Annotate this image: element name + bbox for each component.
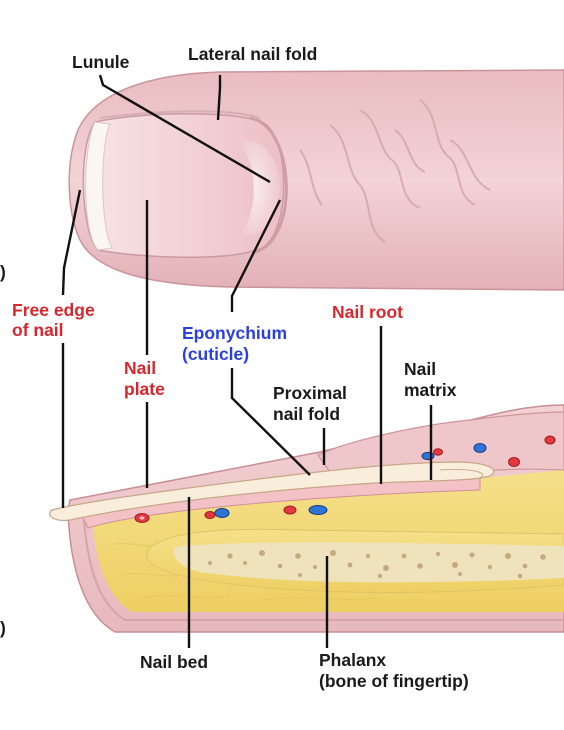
label-nail-plate-line1: Nail — [124, 358, 157, 378]
label-nail-matrix-line1: Nail — [404, 359, 437, 379]
lunule-top-view — [238, 139, 281, 237]
blood-vessels — [134, 435, 556, 523]
nail-plate-top-view — [82, 113, 285, 259]
lunule-leader — [98, 74, 271, 184]
label-nail-plate-line2: plate — [124, 379, 165, 399]
label-eponychium-line1: Eponychium — [182, 323, 288, 343]
eponychium-leader — [230, 199, 282, 312]
label-phalanx-line2: (bone of fingertip) — [319, 671, 469, 691]
label-free-edge-line2: of nail — [12, 320, 64, 340]
label-lateral-nail-fold: Lateral nail fold — [188, 44, 318, 64]
nail-cross-section — [49, 404, 564, 633]
panel-marker-top: ) — [0, 262, 6, 282]
label-nail-root: Nail root — [332, 302, 403, 322]
label-eponychium-line2: (cuticle) — [182, 344, 250, 364]
label-nail-bed: Nail bed — [140, 652, 209, 672]
label-phalanx-line1: Phalanx — [319, 650, 387, 670]
label-nail-matrix-line2: matrix — [404, 380, 457, 400]
free-edge-top-view — [85, 121, 113, 251]
label-proximal-nail-fold-line2: nail fold — [273, 404, 341, 424]
lateral-nail-fold-leader — [216, 75, 222, 121]
panel-marker-bottom: ) — [0, 618, 6, 638]
label-lunule: Lunule — [72, 52, 130, 72]
nail-plate-section — [49, 461, 495, 521]
label-free-edge-line1: Free edge — [12, 300, 95, 320]
leader-lines — [61, 74, 433, 648]
label-proximal-nail-fold-line1: Proximal — [273, 383, 347, 403]
free-edge-leader — [61, 189, 82, 296]
finger-exterior — [68, 69, 564, 291]
